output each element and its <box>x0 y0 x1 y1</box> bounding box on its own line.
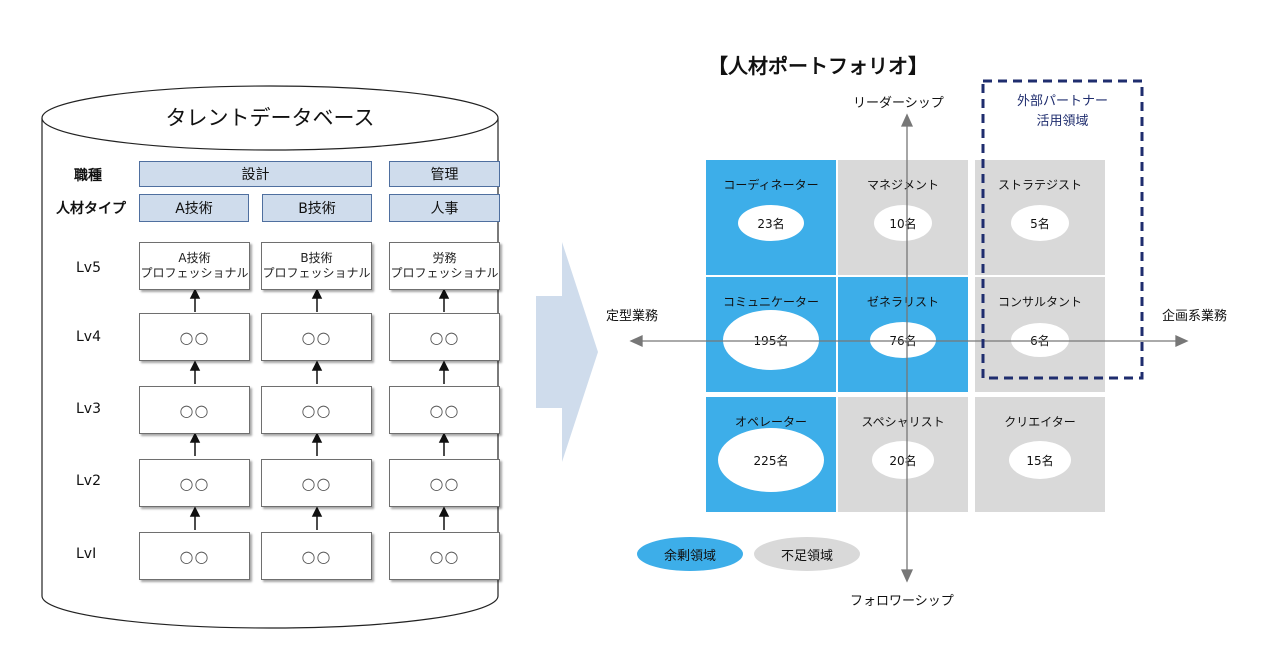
lv5-box-line1: B技術 <box>300 251 333 265</box>
axis-label-routine-work: 定型業務 <box>606 309 659 324</box>
lv1-box: ○○ <box>261 532 372 580</box>
portfolio-cell-title: オペレーター <box>734 415 807 429</box>
lv5-box-a-tech: A技術プロフェッショナル <box>139 242 250 290</box>
partner-area-line1: 外部パートナー <box>1016 94 1108 109</box>
lv5-box-labor: 労務プロフェッショナル <box>389 242 500 290</box>
level-label-lv3: Lv3 <box>76 401 101 417</box>
lv2-box: ○○ <box>389 459 500 507</box>
axis-label-followership: フォロワーシップ <box>850 594 954 609</box>
legend-shortage: 不足領域 <box>754 537 860 571</box>
lv5-box-b-tech: B技術プロフェッショナル <box>261 242 372 290</box>
portfolio-cell-count: 20名 <box>872 441 934 479</box>
portfolio-cell-count: 6名 <box>1011 323 1069 357</box>
portfolio-cell-title: コンサルタント <box>997 295 1082 309</box>
portfolio-cell-count: 195名 <box>723 310 819 370</box>
talent-type-b-tech: B技術 <box>262 194 372 222</box>
portfolio-cell: マネジメント 10名 <box>838 160 968 275</box>
partner-area-line2: 活用領域 <box>1036 114 1089 129</box>
portfolio-cell: ストラテジスト 5名 <box>975 160 1105 275</box>
partner-area-label: 外部パートナー 活用領域 <box>985 92 1140 132</box>
job-type-design: 設計 <box>139 161 372 187</box>
database-title: タレントデータベース <box>165 106 375 130</box>
portfolio-cell-title: コーディネーター <box>723 178 819 192</box>
level-label-lv2: Lv2 <box>76 473 101 489</box>
lv5-box-line2: プロフェッショナル <box>262 266 371 280</box>
portfolio-cell-title: マネジメント <box>866 178 939 192</box>
lv5-box-line1: A技術 <box>178 251 211 265</box>
portfolio-cell-count: 76名 <box>870 322 936 358</box>
portfolio-cell: スペシャリスト 20名 <box>838 397 968 512</box>
portfolio-cell-count: 15名 <box>1009 441 1071 479</box>
portfolio-cell-title: スペシャリスト <box>861 415 945 429</box>
portfolio-cell: コンサルタント 6名 <box>975 277 1105 392</box>
lv3-box: ○○ <box>139 386 250 434</box>
portfolio-cell-title: ゼネラリスト <box>866 295 939 309</box>
portfolio-cell-count: 225名 <box>718 428 824 492</box>
lv4-box: ○○ <box>261 313 372 361</box>
job-type-label: 職種 <box>74 168 102 184</box>
level-label-lv4: Lv4 <box>76 329 101 345</box>
talent-type-hr: 人事 <box>389 194 500 222</box>
axis-label-planning-work: 企画系業務 <box>1162 309 1228 324</box>
portfolio-cell: クリエイター 15名 <box>975 397 1105 512</box>
axis-label-leadership: リーダーシップ <box>853 96 944 111</box>
lv3-box: ○○ <box>389 386 500 434</box>
portfolio-cell-count: 10名 <box>874 205 932 241</box>
portfolio-cell-title: ストラテジスト <box>997 178 1082 192</box>
lv2-box: ○○ <box>139 459 250 507</box>
lv4-box: ○○ <box>139 313 250 361</box>
portfolio-cell-count: 23名 <box>738 205 804 241</box>
level-label-lv1: LvⅠ <box>76 546 97 562</box>
lv5-box-line1: 労務 <box>432 251 457 265</box>
legend-surplus: 余剰領域 <box>637 537 743 571</box>
lv2-box: ○○ <box>261 459 372 507</box>
lv3-box: ○○ <box>261 386 372 434</box>
talent-type-label: 人材タイプ <box>56 201 126 217</box>
talent-type-a-tech: A技術 <box>139 194 249 222</box>
portfolio-cell: ゼネラリスト 76名 <box>838 277 968 392</box>
lv4-box: ○○ <box>389 313 500 361</box>
lv5-box-line2: プロフェッショナル <box>390 266 499 280</box>
portfolio-cell: コーディネーター 23名 <box>706 160 836 275</box>
lv1-box: ○○ <box>389 532 500 580</box>
job-type-management: 管理 <box>389 161 500 187</box>
portfolio-title: 【人材ポートフォリオ】 <box>708 54 928 78</box>
lv5-box-line2: プロフェッショナル <box>140 266 249 280</box>
level-label-lv5: Lv5 <box>76 260 101 276</box>
cylinder-top <box>41 85 499 151</box>
level-arrows <box>189 288 450 530</box>
lv1-box: ○○ <box>139 532 250 580</box>
portfolio-cell-count: 5名 <box>1011 205 1069 241</box>
portfolio-cell-title: コミュニケーター <box>722 295 819 309</box>
transition-arrow <box>536 242 598 462</box>
portfolio-cell-title: クリエイター <box>1004 415 1076 429</box>
